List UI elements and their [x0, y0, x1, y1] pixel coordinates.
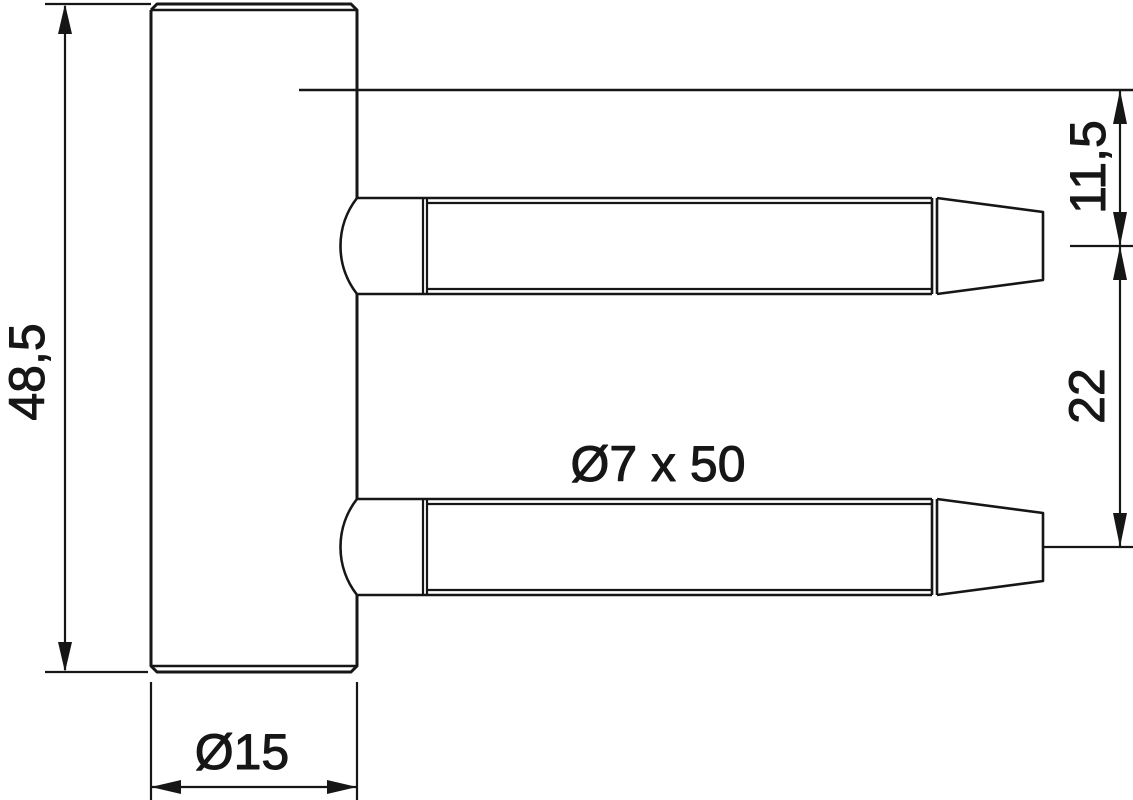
height-dimension: 48,5: [0, 2, 151, 674]
lower-pin: [339, 497, 1045, 597]
diameter-arrow-left: [151, 780, 181, 794]
height-arrow-down: [58, 642, 72, 672]
diameter-dimension-label: Ø15: [195, 724, 290, 780]
spacing-arrow-down: [1113, 513, 1127, 547]
upper-pin-tip: [936, 196, 1045, 296]
height-arrow-up: [58, 4, 72, 34]
spacing-arrow-up: [1113, 246, 1127, 280]
lower-pin-tip: [936, 497, 1045, 597]
offset-arrow-up: [1113, 90, 1127, 124]
upper-pin: [339, 196, 1045, 296]
lower-pin-thread-lines: [421, 499, 932, 595]
hinge-body-silhouette: [149, 2, 359, 674]
diameter-arrow-right: [327, 780, 357, 794]
offset-dimension-label: 11,5: [1060, 120, 1116, 214]
diameter-dimension: Ø15: [149, 682, 359, 800]
hinge-body: [149, 2, 359, 674]
offset-dimension: 11,5: [1060, 90, 1127, 246]
lower-pin-dome-head: [339, 498, 359, 596]
offset-arrow-down: [1113, 212, 1127, 246]
spacing-dimension: 22: [1059, 246, 1127, 547]
upper-pin-shank: [357, 196, 939, 296]
upper-pin-dome-head: [339, 197, 359, 295]
upper-pin-thread-lines: [421, 198, 932, 294]
height-dimension-label: 48,5: [0, 323, 55, 420]
spacing-dimension-label: 22: [1059, 368, 1115, 424]
lower-pin-shank: [357, 497, 939, 597]
pin-spec-label: Ø7 x 50: [570, 436, 745, 492]
reference-lines: [299, 88, 1133, 549]
